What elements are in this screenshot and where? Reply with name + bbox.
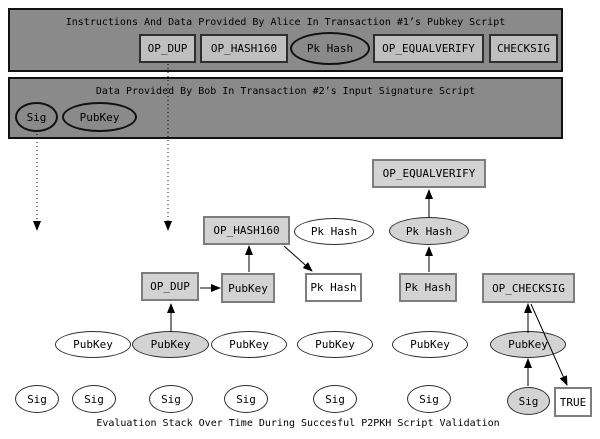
stack-pubkey-6: PubKey (490, 331, 566, 358)
signature-script-title: Data Provided By Bob In Transaction #2’s… (95, 86, 476, 97)
true-result-box: TRUE (554, 387, 592, 417)
stack-sig-7: Sig (507, 387, 550, 415)
arrow-ophash160-to-pkhash (283, 245, 313, 272)
stack-pubkey-1: PubKey (55, 331, 131, 358)
op-hash160-node: OP_HASH160 (203, 216, 290, 245)
signature-script-sig: Sig (15, 102, 58, 132)
op-equalverify-node: OP_EQUALVERIFY (372, 159, 486, 188)
pubkey-script-title: Instructions And Data Provided By Alice … (65, 17, 506, 28)
stack-sig-5: Sig (313, 385, 357, 413)
stack-pubkey-3: PubKey (211, 331, 287, 358)
pk-hash-instruction-ellipse: Pk Hash (294, 218, 374, 245)
diagram-caption: Evaluation Stack Over Time During Succes… (96, 418, 500, 429)
stack-sig-6: Sig (407, 385, 451, 413)
stack-sig-4: Sig (224, 385, 268, 413)
op-dup-node: OP_DUP (141, 272, 199, 301)
stack-pubkey-5: PubKey (392, 331, 468, 358)
pubkey-script-pk-hash: Pk Hash (290, 32, 370, 65)
signature-script-pubkey: PubKey (62, 102, 137, 132)
stack-sig-3: Sig (149, 385, 193, 413)
pubkey-script-checksig: CHECKSIG (489, 34, 558, 63)
pubkey-duplicated-box: PubKey (221, 273, 275, 303)
pubkey-script-op-hash160: OP_HASH160 (200, 34, 288, 63)
stack-pubkey-2: PubKey (132, 331, 209, 358)
pubkey-script-op-dup: OP_DUP (139, 34, 196, 63)
pk-hash-pushed-box: Pk Hash (399, 273, 457, 302)
pk-hash-compare-ellipse: Pk Hash (389, 217, 469, 245)
op-checksig-node: OP_CHECKSIG (482, 273, 575, 303)
stack-sig-2: Sig (72, 385, 116, 413)
pk-hash-result-box: Pk Hash (305, 273, 362, 302)
stack-pubkey-4: PubKey (297, 331, 373, 358)
pubkey-script-op-equalverify: OP_EQUALVERIFY (373, 34, 484, 63)
stack-sig-1: Sig (15, 385, 59, 413)
